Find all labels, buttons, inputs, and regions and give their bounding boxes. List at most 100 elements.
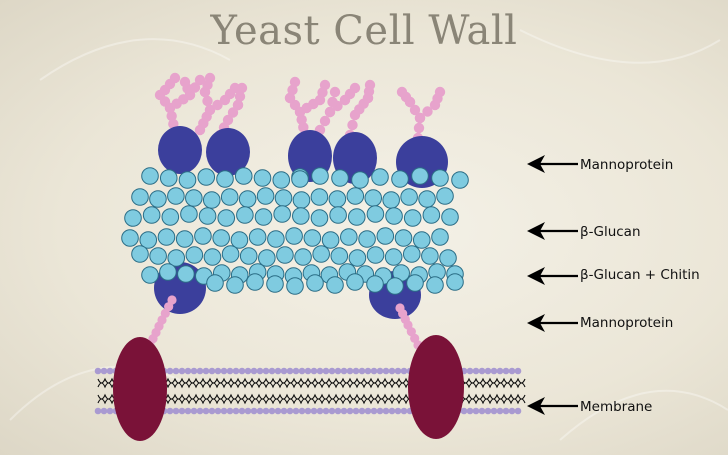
membrane-proteins [113, 335, 464, 441]
lipid-head [394, 407, 402, 415]
mannose-bead [166, 110, 177, 122]
label-arrows [527, 155, 578, 415]
glucan-bead [384, 248, 403, 266]
lipid-head [304, 367, 312, 375]
glucan-bead [212, 229, 230, 247]
mannose-bead [204, 104, 216, 116]
mannose-bead [212, 99, 223, 111]
glucan-bead [451, 171, 469, 189]
lipid-head [364, 367, 372, 375]
lipid-head [172, 367, 180, 375]
mannose-bead [289, 76, 301, 88]
lipid-head [346, 367, 354, 375]
lipid-head [328, 367, 336, 375]
glucan-bead [351, 171, 369, 189]
lipid-head [472, 407, 480, 415]
mannose-bead [227, 107, 239, 118]
glucan-bead [185, 246, 204, 264]
glucan-bead [431, 228, 449, 246]
glucan-bead [326, 276, 344, 294]
glucan-bead [167, 249, 186, 267]
lipid-head [280, 367, 288, 375]
label-beta-glucan-chitin: β-Glucan + Chitin [580, 267, 700, 283]
lipid-head [364, 407, 372, 415]
lipid-head [460, 407, 468, 415]
mannose-bead [234, 91, 246, 102]
lipid-head [340, 367, 348, 375]
glucan-bead [366, 205, 385, 223]
lipid-head [340, 407, 348, 415]
glucan-bead [230, 231, 249, 249]
lipid-head [184, 407, 192, 415]
glucan-bead [402, 245, 421, 263]
glucan-bead [346, 273, 364, 291]
glucan-bead [431, 169, 449, 187]
glucan-bead [266, 275, 284, 293]
lipid-head [232, 367, 240, 375]
glucan-bead [194, 227, 212, 245]
glucan-bead [340, 228, 358, 246]
glucan-bead [411, 167, 429, 185]
lipid-head [514, 407, 522, 415]
lipid-head [508, 407, 516, 415]
glucan-bead [161, 208, 180, 226]
lipid-head [250, 407, 258, 415]
background-swirls [9, 29, 728, 441]
glucan-bead [406, 274, 424, 292]
glucan-bead [167, 187, 185, 205]
lipid-head [184, 367, 192, 375]
lipid-head [280, 407, 288, 415]
glucan-bead [178, 171, 197, 189]
lipid-head [214, 367, 222, 375]
lipid-head [298, 407, 306, 415]
lipid-head [310, 367, 318, 375]
lipid-head [250, 367, 258, 375]
glucan-bead [216, 170, 234, 188]
glucan-bead [239, 247, 258, 265]
lipid-head [496, 367, 504, 375]
lipid-head [262, 407, 270, 415]
glucan-bead [220, 188, 239, 206]
glucan-bead [364, 189, 383, 207]
lipid-head [352, 407, 360, 415]
glucan-bead [175, 230, 194, 248]
glucan-bead [286, 277, 304, 295]
mannose-bead [169, 72, 181, 84]
arrow-head [527, 222, 545, 240]
top-mannoproteins [158, 126, 448, 188]
lipid-head [94, 367, 102, 375]
lipid-head [382, 367, 390, 375]
lipid-head [304, 407, 312, 415]
glucan-bead [346, 187, 365, 205]
lipid-head [352, 367, 360, 375]
lipid-head [196, 367, 204, 375]
glucan-bead [221, 245, 240, 263]
glucan-bead [149, 190, 167, 208]
lipid-head [334, 367, 342, 375]
lipid-head [466, 367, 474, 375]
glucan-bead [310, 209, 329, 227]
glucan-bead [124, 209, 142, 227]
glucan-bead [226, 276, 244, 294]
mannose-bead [319, 79, 331, 91]
lipid-head [274, 367, 282, 375]
glucan-bead [382, 191, 400, 209]
mannose-bead [232, 99, 244, 111]
mannose-bead [324, 106, 336, 118]
diagram-title: Yeast Cell Wall [210, 8, 518, 54]
glucan-bead [421, 247, 439, 265]
mannose-bead [194, 74, 206, 86]
lipid-head [484, 407, 492, 415]
glucan-bead [202, 191, 221, 209]
lipid-head [478, 407, 486, 415]
lipid-head [106, 407, 114, 415]
glucan-bead [426, 276, 444, 294]
lipid-head [514, 367, 522, 375]
lipid-head [334, 407, 342, 415]
mannoprotein-blob [206, 128, 250, 176]
glucan-bead [121, 229, 139, 247]
lipid-head [196, 407, 204, 415]
lipid-head [268, 407, 276, 415]
mannose-bead [409, 104, 421, 116]
